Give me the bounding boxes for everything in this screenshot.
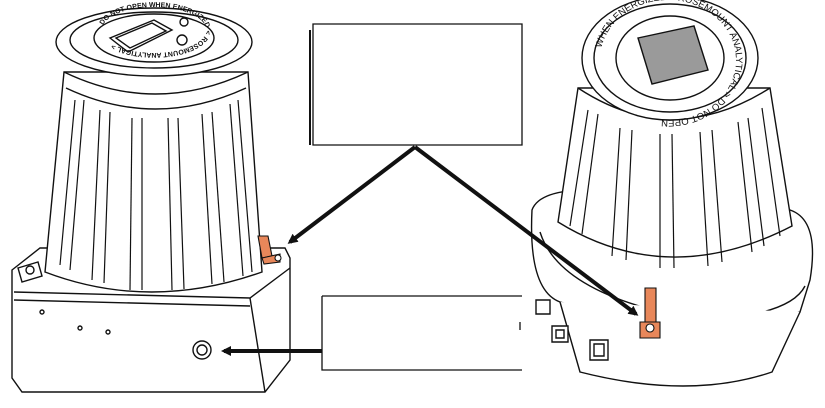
- left-ribs: [59, 99, 253, 291]
- arrow-to-left-lock-tab: [287, 145, 417, 244]
- right-lower-housing: [559, 301, 801, 387]
- callout-box-top: [309, 23, 523, 146]
- right-fittings: [535, 299, 609, 361]
- callout-box-bottom: [321, 295, 522, 371]
- left-lock-tab: [257, 235, 282, 265]
- right-lock-tab: [639, 287, 661, 339]
- right-ribs: [569, 107, 781, 269]
- arrows: [221, 145, 639, 356]
- right-display-window: [637, 25, 709, 85]
- right-enclosure: [530, 0, 814, 387]
- left-lid: [55, 7, 253, 77]
- left-enclosure: [11, 7, 291, 393]
- left-conduit-port: [192, 340, 212, 360]
- arrow-to-right-lock-tab: [413, 145, 639, 316]
- right-cylinder-body: [557, 87, 793, 258]
- left-ground-lug: [17, 261, 43, 283]
